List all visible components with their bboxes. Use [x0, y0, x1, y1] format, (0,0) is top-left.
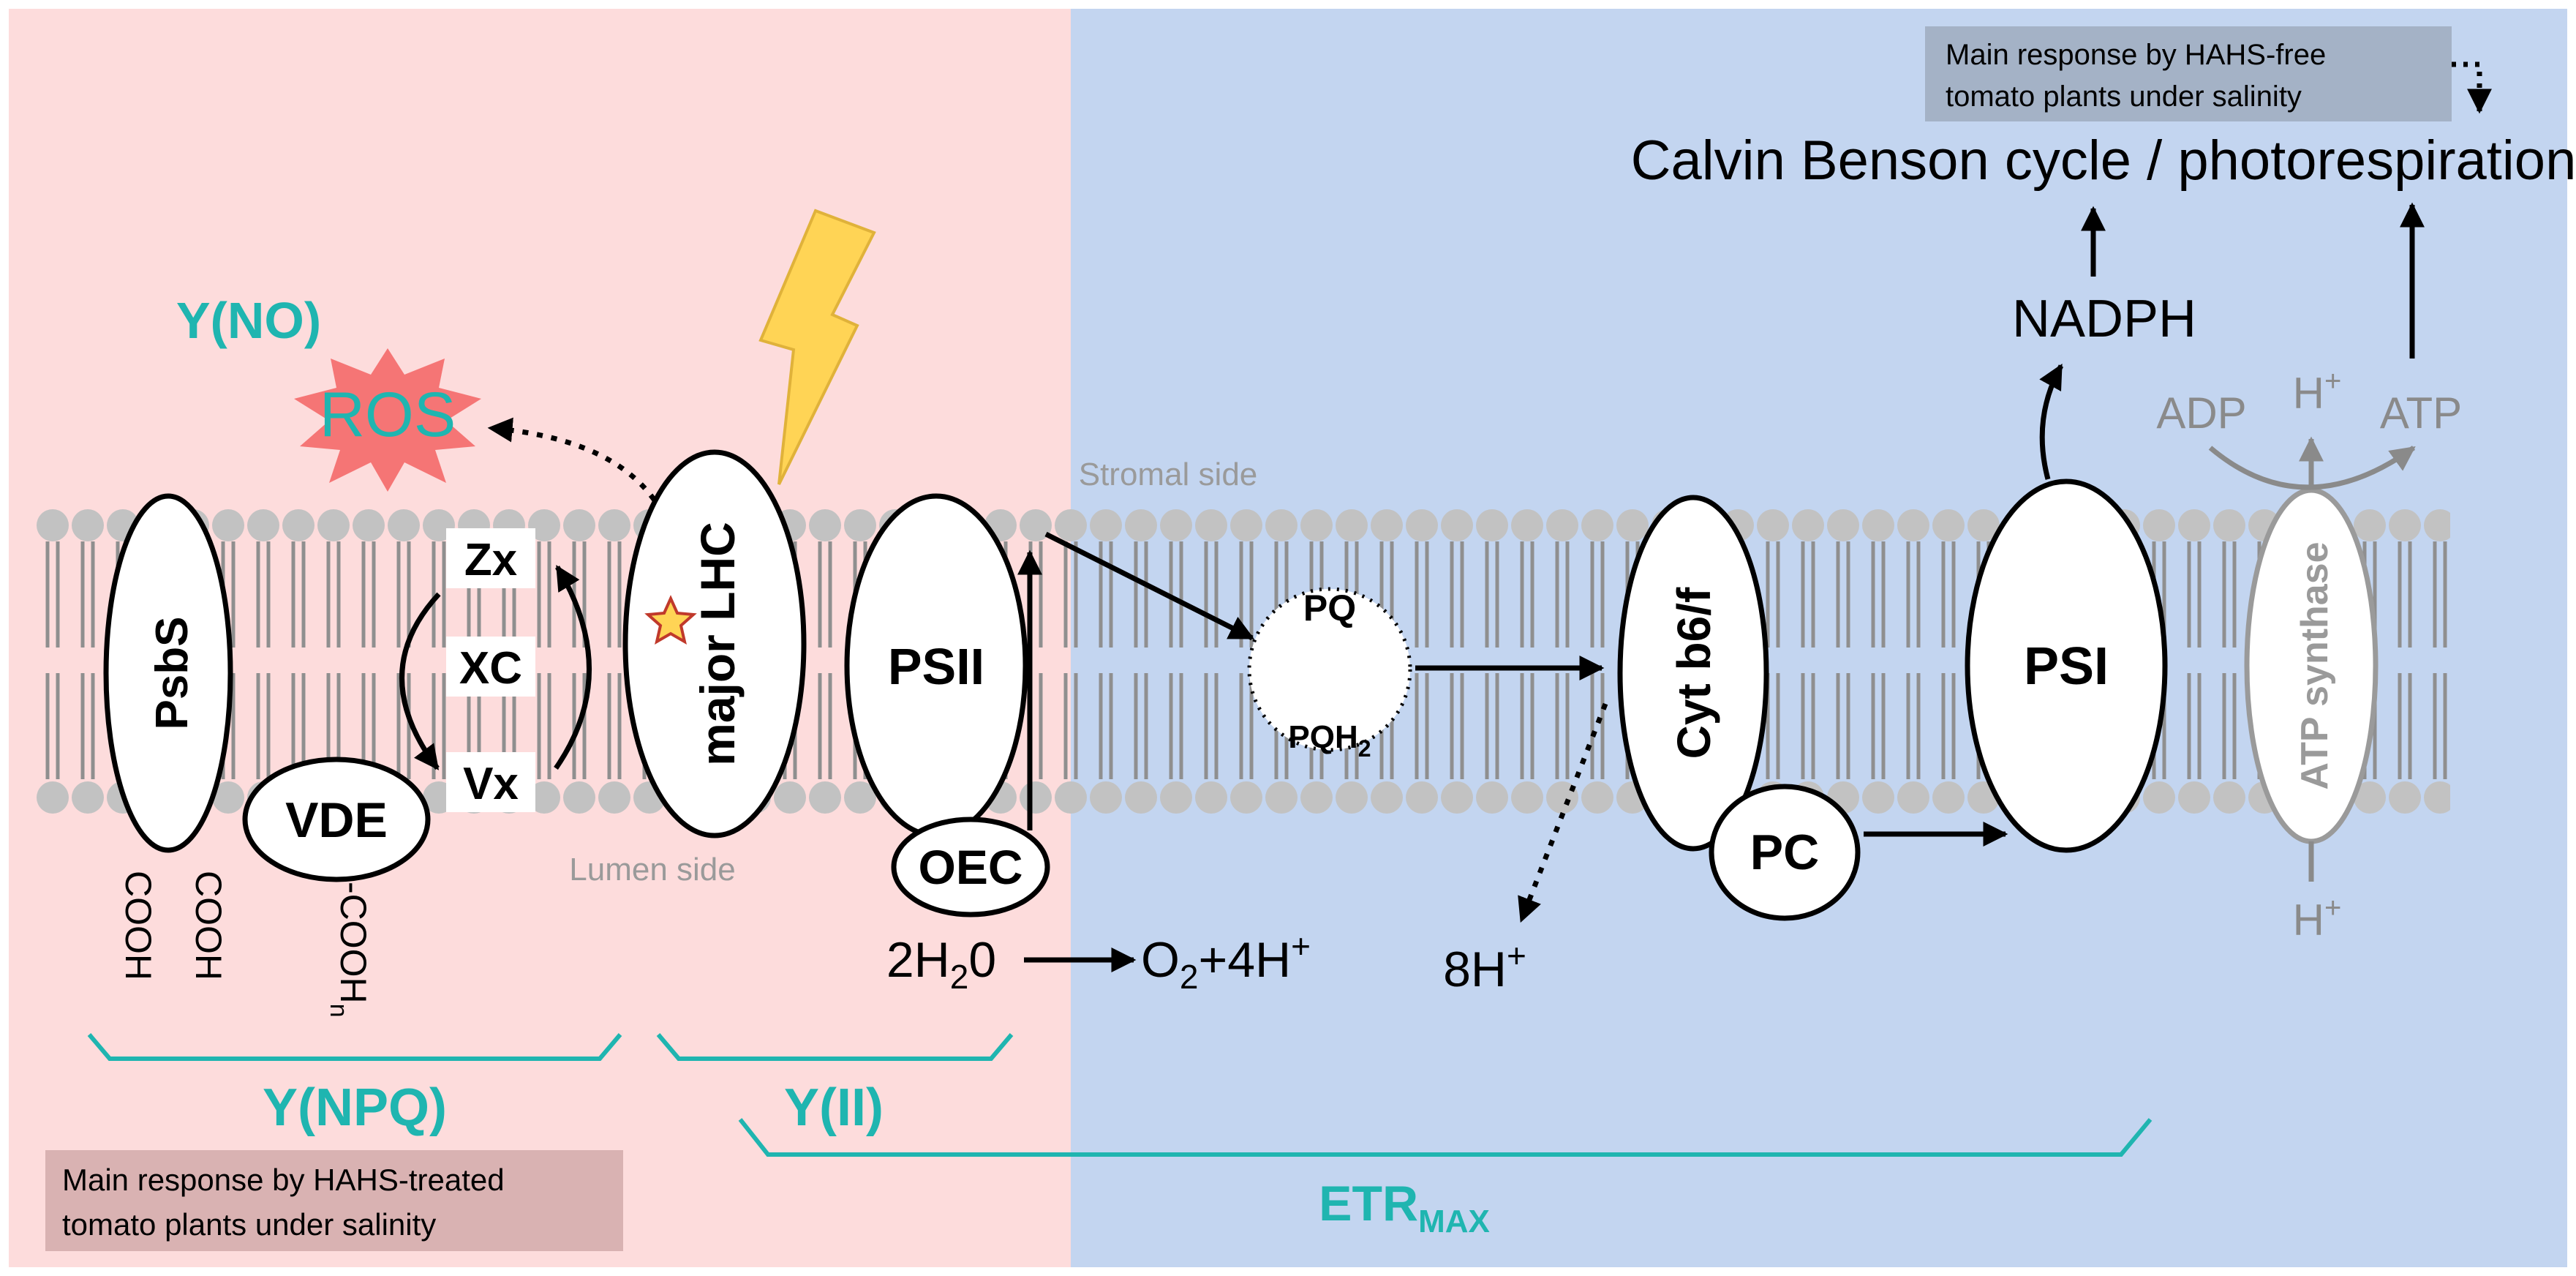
- psi-complex: [1965, 478, 2168, 853]
- h-top-label: H+: [2293, 365, 2342, 418]
- hahs-free-note-line2: tomato plants under salinity: [1946, 80, 2302, 113]
- psbs-protein: [103, 493, 233, 853]
- cyt-b6f-complex: [1617, 495, 1769, 852]
- oxygen-label: O2+4H+: [1141, 927, 1311, 996]
- water-label: 2H20: [886, 932, 996, 996]
- zx-label: Zx: [464, 535, 518, 585]
- hahs-treated-note-line2: tomato plants under salinity: [62, 1207, 436, 1242]
- chlorophyll-star-icon: [644, 595, 697, 645]
- vde-enzyme: [242, 757, 431, 882]
- nadph-label: NADPH: [2012, 290, 2196, 348]
- adp-label: ADP: [2156, 389, 2246, 438]
- vx-to-zx-arrow: [554, 565, 592, 770]
- vde-cooh: -COOHn: [325, 882, 374, 1018]
- psbs-label: PsbS: [147, 616, 197, 729]
- cyt-to-protons-arrow: [1518, 702, 1608, 923]
- atp-label: ATP: [2380, 389, 2462, 438]
- etr-max-label: ETRMAX: [1319, 1176, 1490, 1239]
- zx-to-vx-arrow: [399, 592, 441, 770]
- eight-h-label: 8H+: [1443, 937, 1526, 997]
- psbs-cooh-1: COOH: [118, 871, 159, 980]
- y-ii-bracket: [656, 1033, 1014, 1061]
- hahs-treated-note-line1: Main response by HAHS-treated: [62, 1163, 505, 1197]
- oec-label: OEC: [918, 840, 1023, 894]
- hahs-treated-note-box: [45, 1150, 623, 1251]
- h-bottom-label: H+: [2293, 892, 2342, 945]
- cyt-b6f-label: Cyt b6/f: [1668, 587, 1720, 759]
- lumen-side-label: Lumen side: [569, 852, 735, 887]
- y-npq-bracket: [87, 1033, 622, 1061]
- y-no-label: Y(NO): [176, 292, 321, 349]
- pc-label: PC: [1750, 825, 1819, 880]
- xc-box: [446, 637, 535, 697]
- pc-protein: [1709, 784, 1861, 921]
- adp-to-atp-arrow: [2208, 446, 2416, 490]
- atp-synthase-label: ATP synthase: [2294, 541, 2336, 789]
- hahs-free-note-line1: Main response by HAHS-free: [1946, 39, 2326, 71]
- xc-label: XC: [459, 643, 522, 694]
- y-ii-label: Y(II): [784, 1078, 884, 1137]
- ros-label: ROS: [320, 380, 456, 450]
- etr-max-bracket: [738, 1118, 2153, 1157]
- major-lhc-complex: [622, 449, 807, 838]
- psii-label: PSII: [888, 638, 984, 695]
- psii-to-pq-arrow: [1044, 531, 1255, 641]
- vde-label: VDE: [285, 792, 388, 848]
- psbs-cooh-2: COOH: [188, 871, 229, 980]
- psi-to-nadph-arrow: [2039, 364, 2064, 480]
- zx-box: [446, 528, 535, 588]
- psi-label: PSI: [2024, 637, 2109, 696]
- hahs-free-note-box: [1925, 26, 2452, 121]
- vx-box: [446, 752, 535, 812]
- ros-burst-icon: [294, 348, 481, 492]
- lightning-icon: [758, 209, 876, 485]
- pq-label: PQ: [1303, 588, 1356, 628]
- major-lhc-label: major LHC: [690, 522, 745, 766]
- vx-label: Vx: [463, 759, 519, 809]
- dotted-note-arrow: [2452, 61, 2492, 114]
- pqh2-label: PQH2: [1288, 719, 1371, 762]
- calvin-cycle-label: Calvin Benson cycle / photorespiration: [1631, 130, 2576, 192]
- oec-complex: [891, 817, 1050, 917]
- stromal-side-label: Stromal side: [1079, 457, 1258, 492]
- y-npq-label: Y(NPQ): [263, 1078, 447, 1137]
- pq-pool: [1247, 587, 1412, 752]
